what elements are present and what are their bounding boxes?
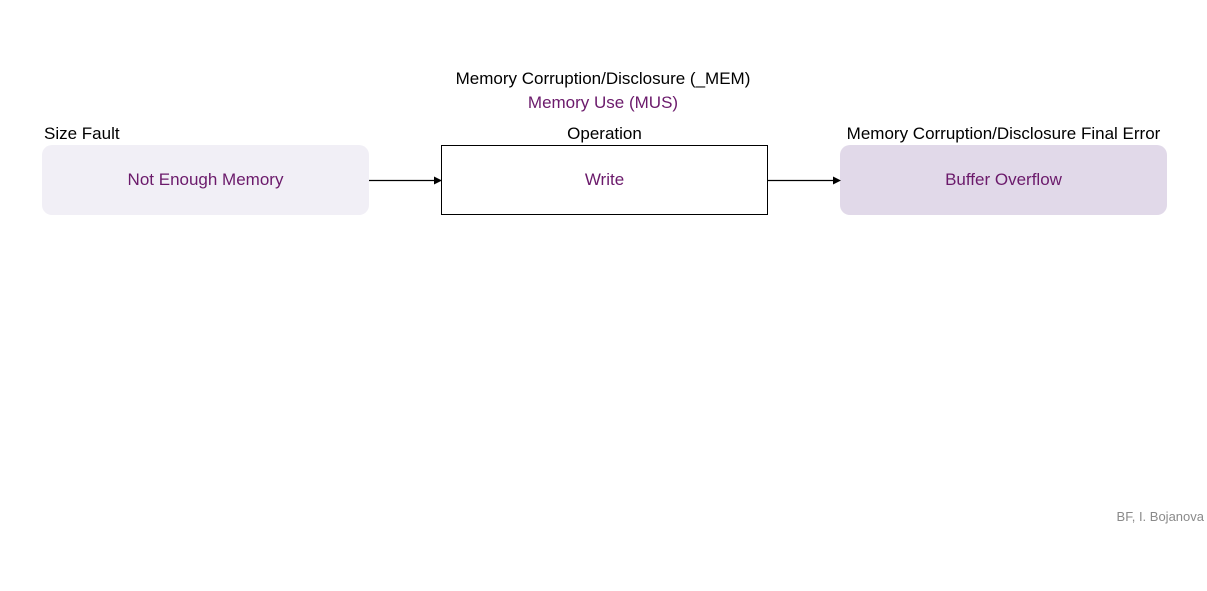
cause-node: Not Enough Memory xyxy=(42,145,369,215)
consequence-node: Buffer Overflow xyxy=(840,145,1167,215)
cause-node-text: Not Enough Memory xyxy=(127,170,284,189)
credit-text: BF, I. Bojanova xyxy=(1116,509,1204,524)
final-error-label: Memory Corruption/Disclosure Final Error xyxy=(846,124,1161,143)
operation-node: Write xyxy=(441,145,768,215)
diagram-subtitle: Memory Use (MUS) xyxy=(527,93,679,112)
arrow-operation-to-consequence xyxy=(768,176,841,185)
operation-label: Operation xyxy=(567,124,642,143)
arrow-cause-to-operation xyxy=(369,176,442,185)
consequence-node-text: Buffer Overflow xyxy=(945,170,1062,189)
diagram-title: Memory Corruption/Disclosure (_MEM) xyxy=(455,69,751,88)
size-fault-label: Size Fault xyxy=(44,124,120,143)
operation-node-text: Write xyxy=(584,170,625,189)
